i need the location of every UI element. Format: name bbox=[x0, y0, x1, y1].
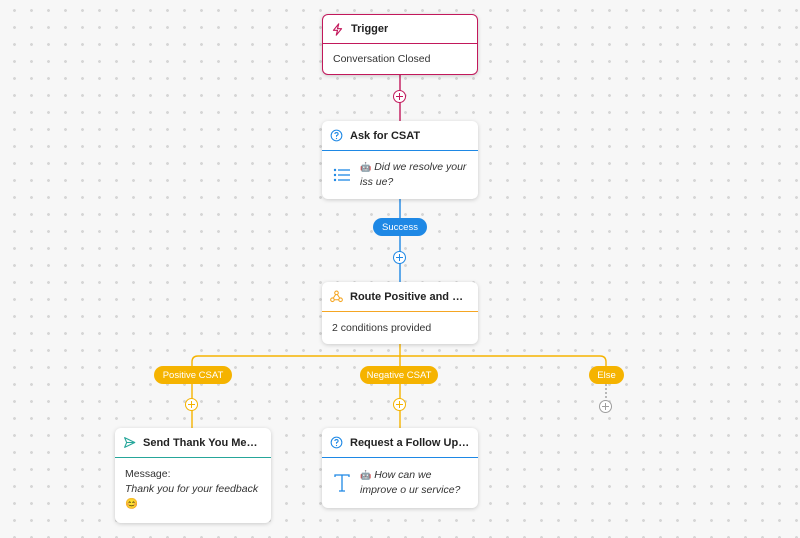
add-step-after-trigger-button[interactable] bbox=[393, 90, 406, 103]
follow-up-body: 🤖How can we improve o ur service? bbox=[322, 458, 478, 508]
list-icon bbox=[332, 168, 352, 182]
ask-csat-title: Ask for CSAT bbox=[350, 129, 421, 142]
ask-csat-body: 🤖Did we resolve your iss ue? bbox=[322, 151, 478, 198]
text-icon bbox=[332, 473, 352, 493]
ask-csat-question: Did we resolve your iss ue? bbox=[360, 160, 467, 188]
smile-emoji: 😊 bbox=[125, 498, 139, 510]
message-label: Message: bbox=[125, 468, 171, 480]
trigger-node[interactable]: Trigger Conversation Closed bbox=[322, 14, 478, 75]
trigger-title: Trigger bbox=[351, 23, 389, 35]
trigger-event: Conversation Closed bbox=[333, 53, 431, 65]
trigger-header: Trigger bbox=[323, 15, 477, 44]
lightning-icon bbox=[331, 22, 344, 36]
route-title: Route Positive and Nega... bbox=[350, 290, 470, 303]
follow-up-question: How can we improve o ur service? bbox=[360, 469, 461, 496]
send-thank-you-title: Send Thank You Messa... bbox=[143, 436, 263, 449]
question-circle-icon bbox=[330, 129, 343, 142]
send-icon bbox=[123, 436, 136, 449]
ask-csat-node[interactable]: Ask for CSAT 🤖Did we resolve your iss ue… bbox=[322, 121, 478, 199]
add-step-else-button[interactable] bbox=[599, 400, 612, 413]
else-branch-label[interactable]: Else bbox=[589, 366, 624, 384]
follow-up-header: Request a Follow Up Fee... bbox=[322, 428, 478, 458]
route-summary: 2 conditions provided bbox=[332, 322, 432, 334]
add-step-positive-button[interactable] bbox=[185, 398, 198, 411]
branch-nodes-icon bbox=[330, 290, 343, 303]
route-header: Route Positive and Nega... bbox=[322, 282, 478, 312]
ask-csat-header: Ask for CSAT bbox=[322, 121, 478, 151]
robot-emoji: 🤖 bbox=[360, 470, 372, 480]
thank-you-message: Thank you for your feedback bbox=[125, 483, 259, 495]
follow-up-node[interactable]: Request a Follow Up Fee... 🤖How can we i… bbox=[322, 428, 478, 508]
route-node[interactable]: Route Positive and Nega... 2 conditions … bbox=[322, 282, 478, 344]
send-thank-you-header: Send Thank You Messa... bbox=[115, 428, 271, 458]
positive-csat-branch-label[interactable]: Positive CSAT bbox=[154, 366, 232, 384]
send-thank-you-body: Message: Thank you for your feedback 😊 bbox=[115, 458, 271, 523]
connector-branch-bar bbox=[191, 355, 607, 375]
robot-emoji: 🤖 bbox=[360, 161, 372, 172]
negative-csat-branch-label[interactable]: Negative CSAT bbox=[360, 366, 438, 384]
add-step-after-csat-button[interactable] bbox=[393, 251, 406, 264]
send-thank-you-node[interactable]: Send Thank You Messa... Message: Thank y… bbox=[115, 428, 271, 523]
question-circle-icon bbox=[330, 436, 343, 449]
add-step-negative-button[interactable] bbox=[393, 398, 406, 411]
follow-up-title: Request a Follow Up Fee... bbox=[350, 436, 470, 449]
success-branch-label[interactable]: Success bbox=[373, 218, 427, 236]
